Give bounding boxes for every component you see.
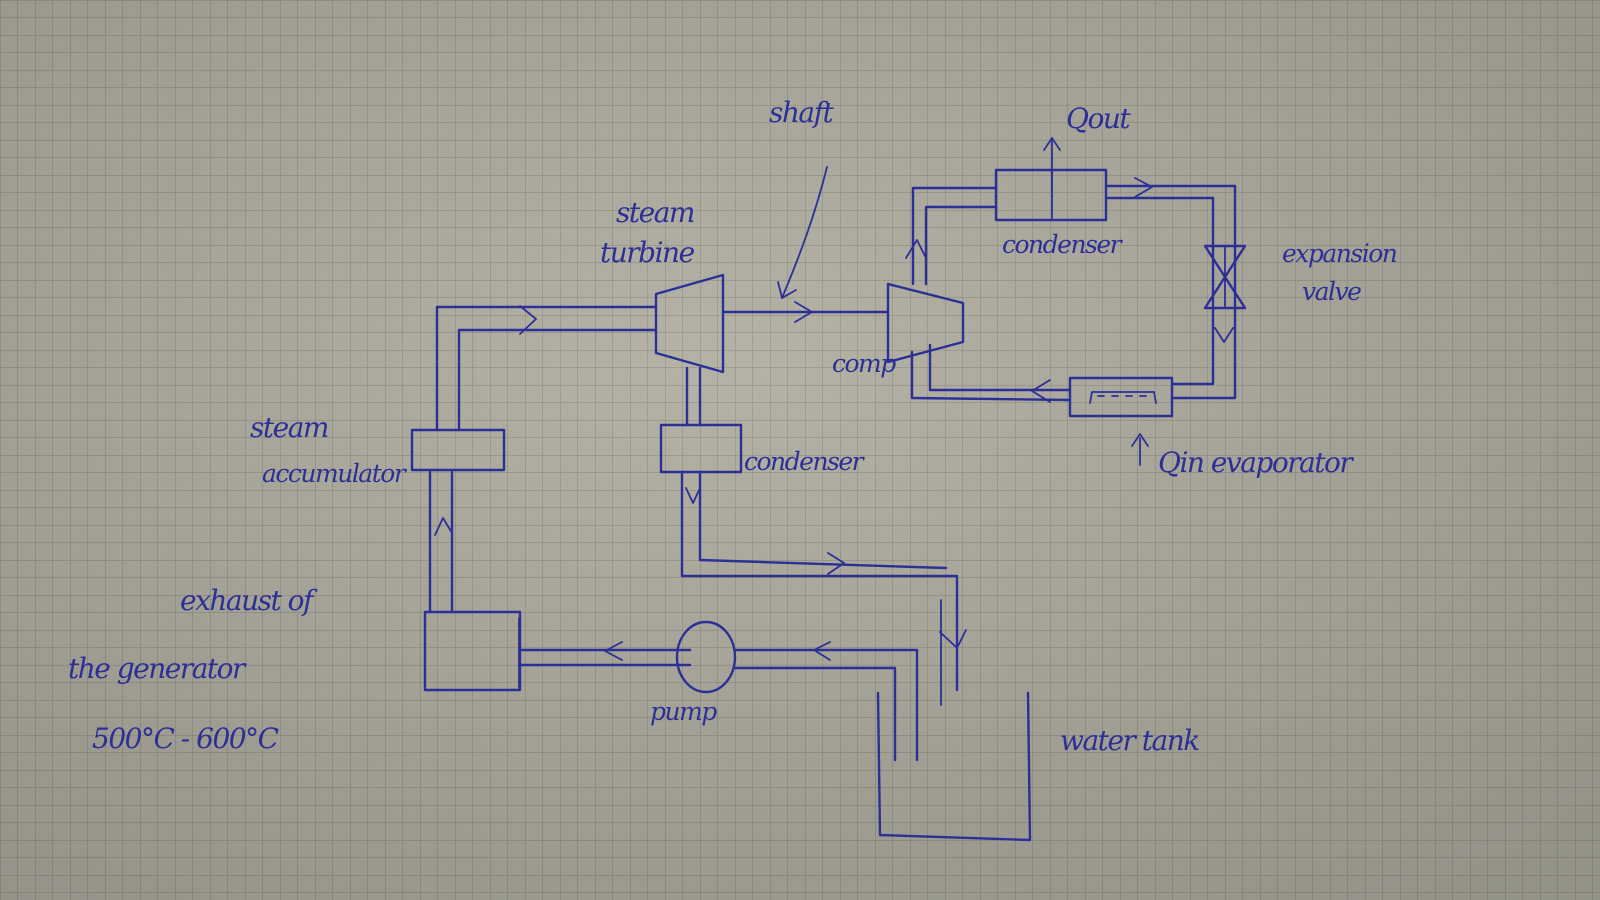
label-comp: comp (832, 349, 896, 378)
water-tank (876, 691, 1032, 842)
label-steam-accumulator-2: accumulator (262, 459, 408, 488)
q-out-arrow (1043, 137, 1061, 191)
pipe-accumulator-to-turbine (435, 305, 658, 432)
shaft-pointer-arrow (777, 166, 828, 299)
label-valve: valve (1302, 277, 1361, 306)
label-pump: pump (650, 697, 717, 726)
shaft-line (721, 301, 890, 323)
pipe-turbine-to-condenser (685, 366, 702, 427)
label-lower-condenser: condenser (744, 447, 866, 476)
label-water-tank: water tank (1060, 724, 1199, 757)
label-exhaust-1: exhaust of (180, 584, 318, 617)
label-temperature: 500°C - 600°C (92, 722, 279, 755)
pump (675, 620, 737, 694)
pipe-tank-to-generator (517, 641, 919, 762)
label-steam-accumulator-1: steam (250, 411, 328, 444)
label-steam-turbine-2: turbine (600, 236, 695, 269)
pipe-condenser-to-tank (680, 470, 967, 706)
label-q-out: Qout (1066, 102, 1131, 135)
pipe-generator-to-accumulator (428, 470, 454, 614)
evaporator-box (1068, 376, 1174, 418)
steam-turbine (654, 273, 725, 374)
q-in-arrow (1131, 433, 1149, 466)
label-q-in-evaporator: Qin evaporator (1158, 446, 1354, 479)
compressor (886, 282, 965, 364)
pipe-evaporator-to-compressor (910, 343, 1072, 403)
expansion-valve (1203, 244, 1247, 310)
label-top-condenser: condenser (1002, 230, 1124, 259)
label-steam-turbine-1: steam (616, 196, 694, 229)
pipe-compressor-to-condenser (905, 186, 998, 286)
label-exhaust-2: the generator (68, 652, 247, 685)
label-expansion: expansion (1282, 239, 1397, 268)
label-shaft: shaft (769, 96, 834, 129)
